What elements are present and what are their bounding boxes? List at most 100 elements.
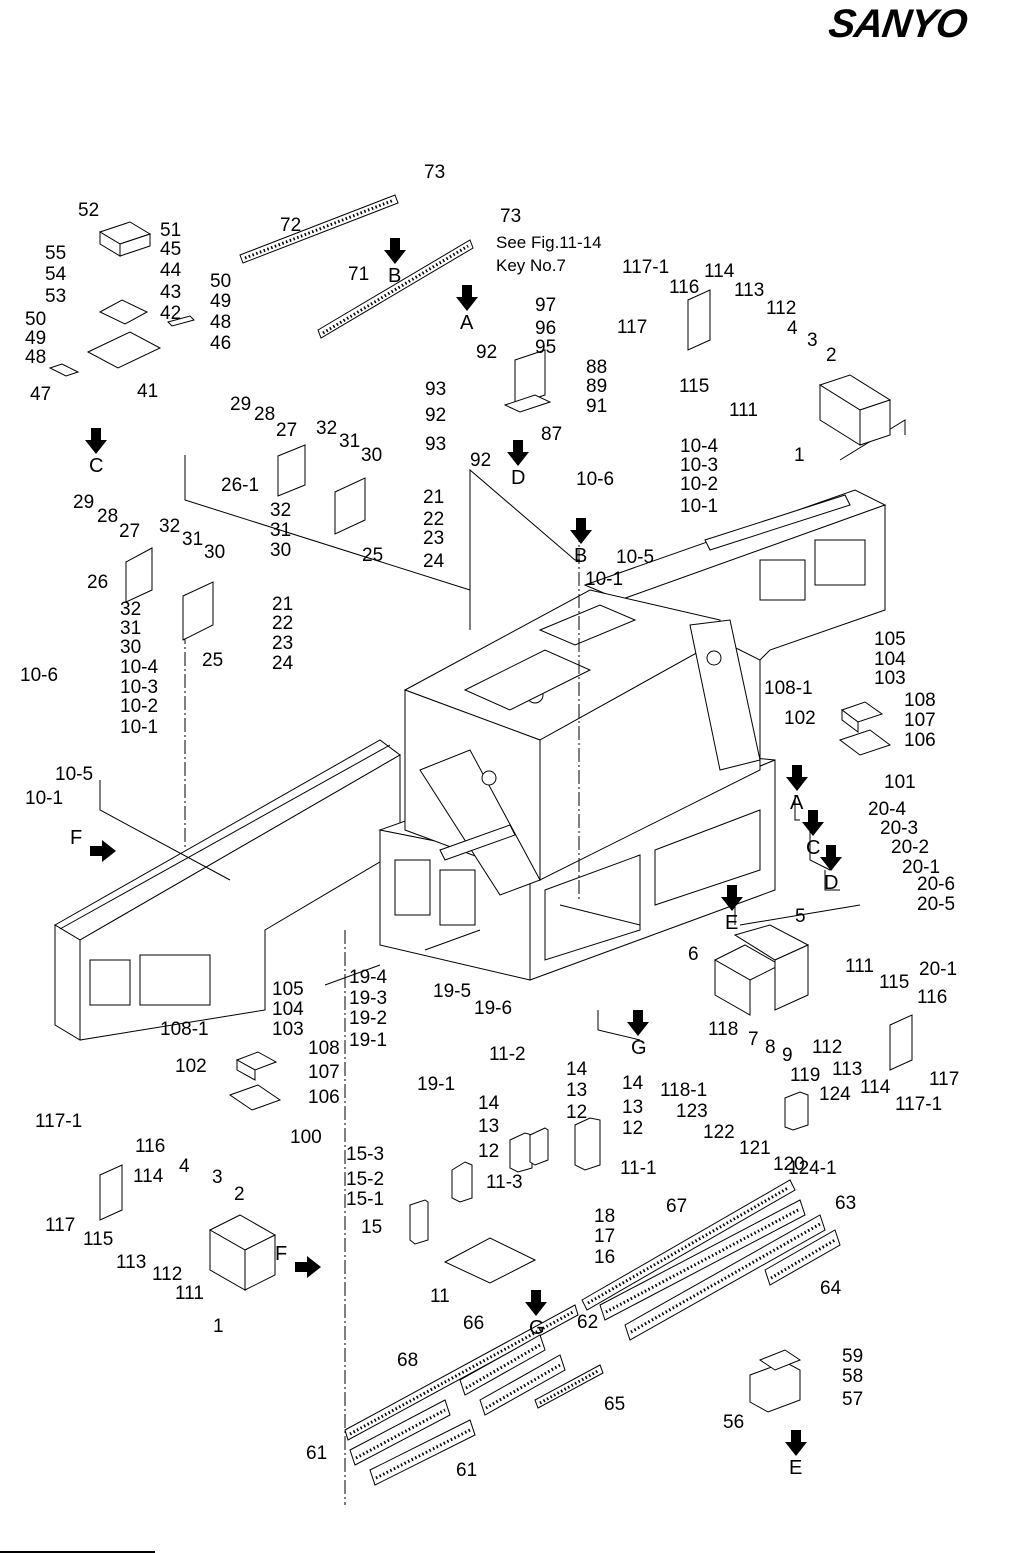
arrow-icon xyxy=(785,1430,807,1456)
transformer-56 xyxy=(749,1349,802,1413)
frame-base-window xyxy=(654,809,761,906)
callout-label-10-6: 10-6 xyxy=(576,469,614,490)
callout-label-5: 5 xyxy=(795,906,806,927)
callout-label-30: 30 xyxy=(204,542,225,563)
callout-label-68: 68 xyxy=(397,1350,418,1371)
callout-label-42: 42 xyxy=(160,303,181,324)
callout-label-47: 47 xyxy=(30,384,51,405)
callout-label-43: 43 xyxy=(160,282,181,303)
view-arrow-B: B xyxy=(384,238,406,287)
callout-label-117-1: 117-1 xyxy=(895,1094,942,1115)
callout-label-11: 11 xyxy=(430,1286,450,1307)
arrow-icon xyxy=(570,518,592,544)
callout-label-27: 27 xyxy=(119,521,140,542)
view-arrow-letter: G xyxy=(529,1317,545,1339)
callout-label-10-5: 10-5 xyxy=(55,764,93,785)
callout-label-20-1: 20-1 xyxy=(919,959,957,980)
callout-label-112: 112 xyxy=(766,298,796,319)
callout-label-54: 54 xyxy=(45,264,67,285)
callout-label-31: 31 xyxy=(120,618,141,639)
callout-label-26: 26 xyxy=(87,572,108,593)
callout-label-6: 6 xyxy=(688,944,699,965)
callout-label-20-5: 20-5 xyxy=(917,894,955,915)
frame-column-recess xyxy=(463,649,592,711)
callout-label-63: 63 xyxy=(835,1193,856,1214)
callout-label-4: 4 xyxy=(787,318,798,339)
view-arrow-C: C xyxy=(802,810,824,859)
callout-label-112: 112 xyxy=(152,1264,182,1285)
callout-label-12: 12 xyxy=(478,1141,499,1162)
callout-label-105: 105 xyxy=(272,979,304,1000)
duct-63a xyxy=(599,1199,806,1321)
callout-label-124: 124 xyxy=(819,1084,851,1105)
view-arrow-D: D xyxy=(820,845,842,894)
callout-label-26-1: 26-1 xyxy=(221,475,259,496)
footer-rule xyxy=(0,1551,155,1553)
callout-label-56: 56 xyxy=(723,1412,744,1433)
callout-label-11-2: 11-2 xyxy=(489,1044,526,1065)
duct-71 xyxy=(317,239,474,339)
callout-label-11-3: 11-3 xyxy=(486,1172,523,1193)
callout-label-117-1: 117-1 xyxy=(35,1111,82,1132)
callout-label-14: 14 xyxy=(622,1073,644,1094)
callout-label-114: 114 xyxy=(704,261,735,282)
callout-label-30: 30 xyxy=(270,540,291,561)
callout-label-19-1: 19-1 xyxy=(349,1030,387,1051)
callout-label-19-2: 19-2 xyxy=(349,1008,387,1029)
callout-label-111: 111 xyxy=(729,400,758,421)
plate-25-lower xyxy=(182,581,214,641)
arrow-icon xyxy=(384,238,406,264)
view-arrow-letter: B xyxy=(388,265,401,287)
callout-label-10-3: 10-3 xyxy=(120,677,158,698)
motor-box-1-top xyxy=(818,374,892,446)
arrow-icon xyxy=(295,1256,321,1278)
callout-label-20-6: 20-6 xyxy=(917,874,955,895)
bracket-101 xyxy=(838,729,892,756)
callout-label-113: 113 xyxy=(116,1252,146,1273)
frame-left-arm-front xyxy=(54,924,81,1041)
callout-label-7: 7 xyxy=(748,1029,759,1050)
callout-label-1: 1 xyxy=(213,1316,224,1337)
motor-box-1-bottom xyxy=(208,1214,277,1291)
callout-label-30: 30 xyxy=(120,637,141,658)
plate-25-upper xyxy=(334,477,366,535)
callout-label-32: 32 xyxy=(316,418,337,439)
callout-label-106: 106 xyxy=(904,730,936,751)
callout-label-49: 49 xyxy=(210,291,231,312)
callout-label-117: 117 xyxy=(617,317,647,338)
callout-label-108: 108 xyxy=(308,1038,340,1059)
view-arrow-G: G xyxy=(525,1290,547,1339)
callout-label-8: 8 xyxy=(765,1037,776,1058)
duct-62b xyxy=(479,1354,566,1416)
callout-label-108-1: 108-1 xyxy=(764,678,813,699)
frame-base-window xyxy=(439,869,476,926)
callout-label-64: 64 xyxy=(820,1278,842,1299)
arrow-icon xyxy=(85,428,107,454)
callout-label-122: 122 xyxy=(703,1122,735,1143)
callout-label-12: 12 xyxy=(622,1118,643,1139)
callout-label-2: 2 xyxy=(826,345,837,366)
callout-label-28: 28 xyxy=(254,404,275,425)
callout-label-48: 48 xyxy=(25,347,46,368)
callout-label-21: 21 xyxy=(272,594,293,615)
callout-label-18: 18 xyxy=(594,1206,615,1227)
view-arrow-letter: F xyxy=(275,1243,287,1265)
arrow-icon xyxy=(627,1010,649,1036)
view-arrow-letter: F xyxy=(70,827,82,849)
callout-label-104: 104 xyxy=(874,649,906,670)
frame-left-window xyxy=(139,954,211,1006)
callout-label-9: 9 xyxy=(782,1045,793,1066)
callout-label-2: 2 xyxy=(234,1184,245,1205)
callout-label-115: 115 xyxy=(83,1229,113,1250)
frame-base-window xyxy=(544,854,641,961)
view-arrow-E: E xyxy=(785,1430,807,1479)
callout-label-117: 117 xyxy=(929,1069,959,1090)
callout-label-92: 92 xyxy=(476,342,497,363)
callout-label-1: 1 xyxy=(794,445,805,466)
callout-label-111: 111 xyxy=(175,1283,204,1304)
duct-64 xyxy=(764,1229,841,1286)
callout-label-73: 73 xyxy=(424,162,445,183)
callout-label-71: 71 xyxy=(348,264,369,285)
arrow-icon xyxy=(802,810,824,836)
